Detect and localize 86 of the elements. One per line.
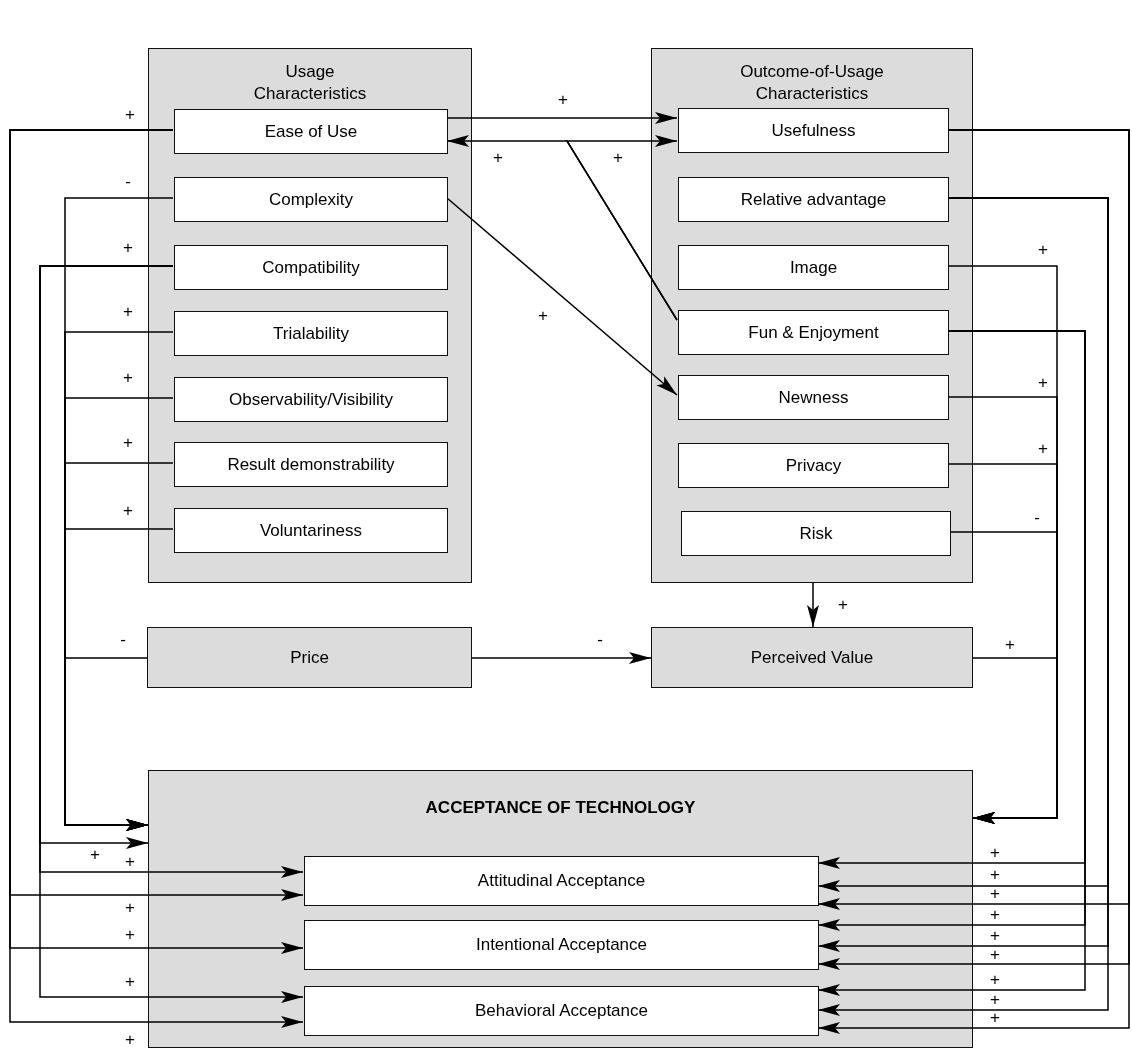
edge-label: + (990, 973, 1000, 987)
process-box (678, 245, 949, 290)
group-panel (148, 48, 472, 583)
node-label: Result demonstrability (227, 454, 395, 475)
arrow (446, 112, 678, 124)
edge-label: + (613, 151, 623, 165)
edge-label: - (1034, 511, 1040, 525)
edge-label: + (990, 887, 1000, 901)
edge-label: + (1005, 638, 1015, 652)
edge-label: + (990, 993, 1000, 1007)
process-box (174, 508, 448, 553)
process-box (174, 177, 448, 222)
edge-label: + (990, 908, 1000, 922)
edge-label: + (123, 436, 133, 450)
node-label: Intentional Acceptance (475, 935, 648, 955)
process-box (678, 108, 949, 153)
process-box (174, 245, 448, 290)
group-title: Usage Characteristics (252, 61, 368, 105)
process-box (651, 627, 973, 688)
edge-label: + (125, 975, 135, 989)
process-box (681, 511, 951, 556)
node-label: Complexity (268, 189, 354, 210)
process-box (174, 311, 448, 356)
edge-label: - (125, 175, 131, 189)
edge-label: + (123, 371, 133, 385)
process-box (678, 375, 949, 420)
node-label: Price (290, 647, 329, 668)
edge-label: + (990, 929, 1000, 943)
node-label: Risk (799, 523, 833, 544)
sign-label: + (90, 848, 100, 862)
arrow (446, 197, 678, 396)
group-panel (651, 48, 973, 583)
edge-label: + (123, 241, 133, 255)
edge-label: + (123, 504, 133, 518)
node-label: Voluntariness (259, 520, 363, 541)
arrow (565, 135, 678, 321)
process-box (174, 377, 448, 422)
edge-label: + (125, 901, 135, 915)
edge-label: + (990, 868, 1000, 882)
node-label: Trialability (273, 323, 349, 344)
edge-label: + (538, 309, 548, 323)
process-box (678, 310, 949, 355)
arrow (972, 657, 1058, 824)
process-box (304, 920, 819, 970)
group-title: ACCEPTANCE OF TECHNOLOGY (425, 797, 696, 819)
edge-label: + (558, 93, 568, 107)
node-label: Attitudinal Acceptance (477, 871, 646, 891)
node-label: Newness (778, 387, 849, 408)
node-label: Privacy (785, 455, 842, 476)
edge-label: + (990, 1011, 1000, 1025)
edge-label: + (838, 598, 848, 612)
node-label: Usefulness (771, 120, 856, 141)
edge-label: + (493, 151, 503, 165)
node-label: Observability/Visibility (228, 389, 394, 410)
process-box (678, 177, 949, 222)
edge-label: + (990, 846, 1000, 860)
edge-label: + (1038, 442, 1048, 456)
edge-label: + (1038, 376, 1048, 390)
edge-label: + (125, 1033, 135, 1047)
node-label: Relative advantage (740, 189, 887, 210)
edge-label: - (597, 633, 603, 647)
sign-label: + (125, 108, 135, 122)
group-panel (148, 770, 973, 1048)
process-box (304, 986, 819, 1036)
group-title: Outcome-of-Usage Characteristics (739, 61, 885, 105)
process-box (678, 443, 949, 488)
process-box (174, 109, 448, 154)
node-label: Image (789, 257, 838, 278)
edge-label: + (123, 305, 133, 319)
edge-label: - (120, 633, 126, 647)
edge-label: + (125, 928, 135, 942)
node-label: Fun & Enjoyment (748, 322, 879, 343)
node-label: Behavioral Acceptance (475, 1001, 648, 1021)
edge-label: + (990, 948, 1000, 962)
process-box (174, 442, 448, 487)
process-box (147, 627, 472, 688)
node-label: Perceived Value (750, 647, 874, 668)
node-label: Ease of Use (264, 121, 358, 142)
arrow (471, 652, 652, 664)
node-label: Compatibility (262, 257, 360, 278)
arrow (39, 265, 304, 1003)
edge-label: + (1038, 243, 1048, 257)
process-box (304, 856, 819, 906)
arrow (807, 582, 819, 628)
arrow (64, 657, 149, 831)
edge-label: + (125, 855, 135, 869)
